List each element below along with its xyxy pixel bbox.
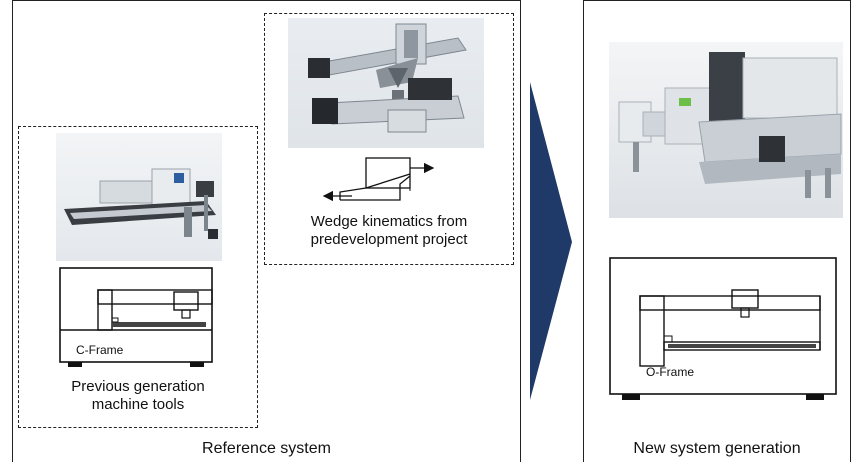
previous-generation-photo <box>56 133 222 261</box>
previous-generation-box <box>18 126 258 428</box>
c-frame-machine-illustration <box>64 168 218 239</box>
o-frame-diagram <box>609 257 837 400</box>
c-frame-label: C-Frame <box>76 343 124 357</box>
wedge-kinematics-diagram <box>322 157 435 202</box>
o-frame-machine-illustration <box>618 52 842 198</box>
wedge-kinematics-photo <box>288 18 484 148</box>
previous-generation-caption: Previous generation machine tools <box>71 378 205 413</box>
wedge-kinematics-box <box>264 13 514 265</box>
new-system-caption: New system generation <box>633 440 801 457</box>
wedge-assembly-illustration <box>308 23 467 133</box>
wedge-kinematics-caption: Wedge kinematics from predevelopment pro… <box>310 213 468 248</box>
transition-arrow <box>530 82 572 400</box>
o-frame-label: O-Frame <box>646 365 694 379</box>
reference-system-caption: Reference system <box>202 440 331 457</box>
c-frame-diagram <box>59 267 213 367</box>
new-system-photo <box>609 42 843 218</box>
